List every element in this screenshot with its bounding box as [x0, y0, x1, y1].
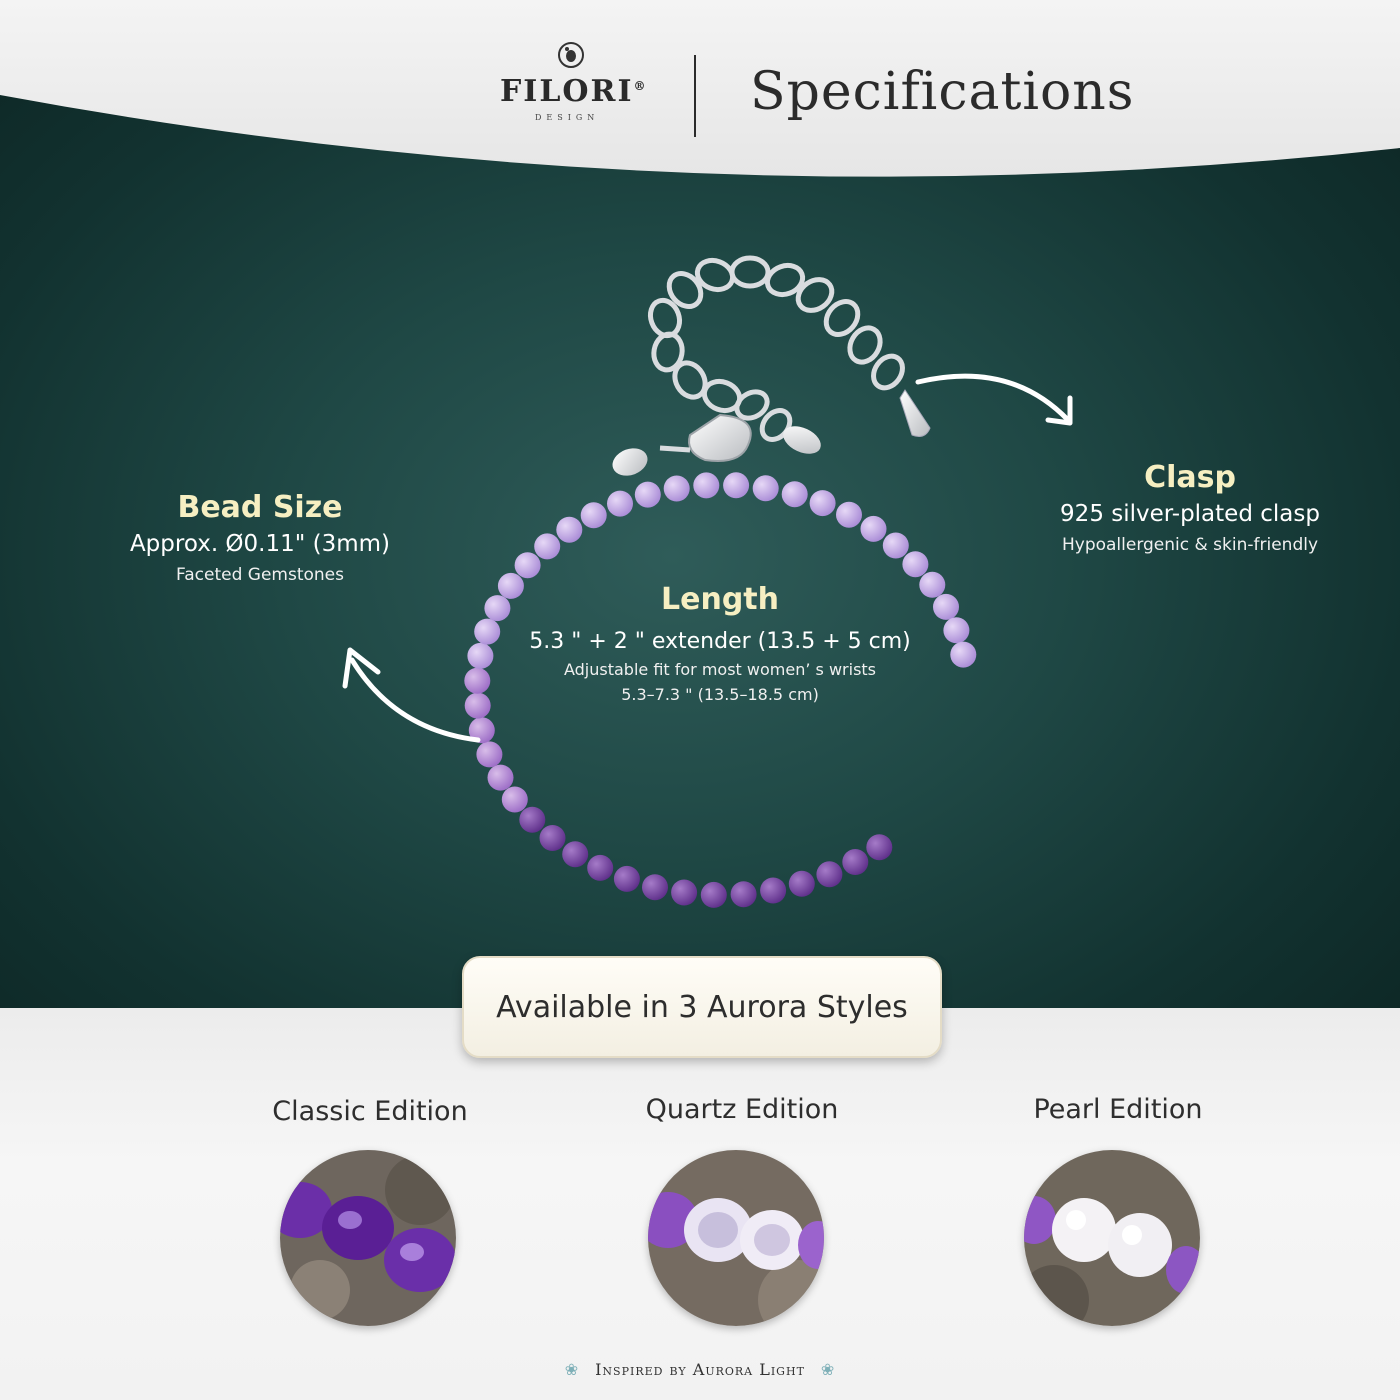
bead	[519, 806, 546, 833]
page-title: Specifications	[750, 62, 1135, 122]
bead-size-title: Bead Size	[177, 490, 343, 525]
bead	[474, 618, 501, 645]
bead	[613, 865, 640, 892]
bead	[534, 533, 561, 560]
length-value: 5.3 " + 2 " extender (13.5 + 5 cm)	[529, 629, 911, 654]
bead	[484, 595, 511, 622]
length-range: 5.3–7.3 " (13.5–18.5 cm)	[621, 685, 819, 704]
lotus-icon-right: ❀	[820, 1360, 836, 1379]
edition-label-classic: Classic Edition	[272, 1096, 468, 1127]
bead	[587, 854, 614, 881]
bead	[933, 593, 959, 620]
bead	[497, 572, 524, 599]
brand-subtitle: DESIGN	[535, 113, 600, 122]
clasp-note: Hypoallergenic & skin-friendly	[1061, 535, 1319, 555]
length-spec: Length 5.3 " + 2 " extender (13.5 + 5 cm…	[470, 582, 970, 704]
bead	[788, 870, 815, 897]
bead	[556, 516, 583, 543]
bead	[781, 481, 808, 508]
bead	[487, 764, 514, 791]
bead	[476, 741, 503, 768]
pearl-edition-image[interactable]	[1024, 1150, 1200, 1326]
bead	[671, 879, 698, 906]
bead	[464, 667, 491, 694]
bead	[514, 552, 541, 579]
bead	[950, 641, 977, 668]
quartz-edition-image[interactable]	[648, 1150, 824, 1326]
bead	[860, 515, 887, 542]
clasp-title: Clasp	[1144, 460, 1236, 495]
bead	[700, 881, 727, 908]
bead	[902, 551, 929, 578]
brand-name: FILORI®	[500, 74, 648, 109]
bead	[943, 617, 970, 644]
bead	[501, 786, 528, 813]
bead	[816, 861, 843, 888]
bead	[562, 841, 589, 868]
bead	[580, 502, 607, 529]
classic-edition-image[interactable]	[280, 1150, 456, 1326]
bead	[539, 825, 566, 851]
bead	[464, 692, 491, 719]
bead-size-spec: Bead Size Approx. Ø0.11" (3mm) Faceted G…	[60, 490, 460, 585]
bead	[882, 532, 909, 559]
bead-size-value: Approx. Ø0.11" (3mm)	[129, 531, 391, 557]
header-divider	[694, 55, 696, 137]
styles-banner: Available in 3 Aurora Styles	[462, 956, 942, 1058]
edition-label-quartz: Quartz Edition	[645, 1094, 839, 1125]
bead	[634, 481, 661, 508]
clasp-value: 925 silver-plated clasp	[1060, 501, 1320, 527]
bracelet-image	[342, 255, 1073, 908]
bead	[760, 877, 787, 904]
bead	[752, 475, 779, 502]
clasp-spec: Clasp 925 silver-plated clasp Hypoallerg…	[990, 460, 1390, 555]
edition-label-pearl: Pearl Edition	[1033, 1094, 1203, 1125]
length-note: Adjustable fit for most women’ s wrists	[563, 660, 877, 679]
brand-logo-icon	[558, 42, 584, 68]
bead-size-note: Faceted Gemstones	[176, 565, 344, 585]
footer-tagline: ❀Inspired by Aurora Light❀	[564, 1360, 836, 1379]
bead	[467, 642, 494, 669]
bead	[809, 490, 836, 517]
bead	[663, 475, 690, 502]
bead	[866, 834, 893, 861]
bead	[607, 490, 633, 517]
bead	[468, 717, 495, 744]
lotus-icon-left: ❀	[564, 1360, 580, 1379]
bead	[919, 571, 946, 598]
bead	[836, 501, 862, 528]
bead	[642, 874, 668, 901]
bead	[693, 472, 720, 499]
bead	[730, 881, 757, 908]
length-title: Length	[661, 582, 779, 617]
bead	[842, 849, 869, 875]
bead	[723, 472, 750, 499]
